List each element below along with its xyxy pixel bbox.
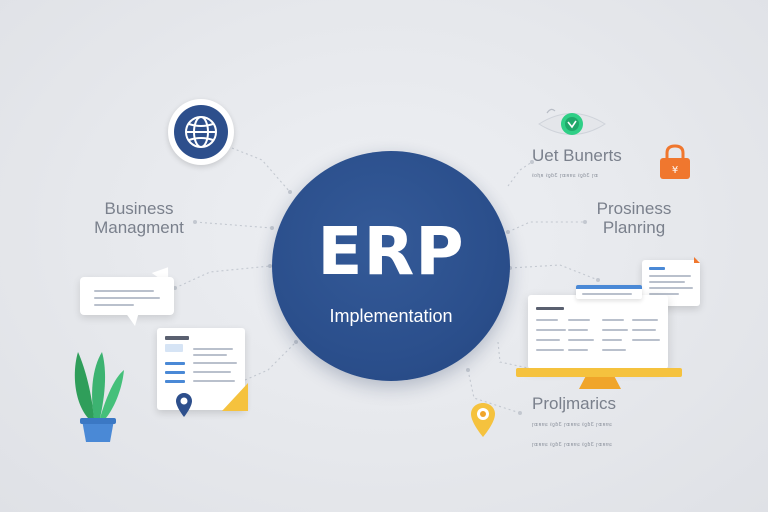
eye-icon — [538, 108, 606, 135]
globe-icon — [185, 116, 217, 148]
lock-icon: ¥ — [660, 144, 690, 179]
document-card — [157, 328, 245, 410]
location-pin-icon — [471, 403, 495, 437]
floating-window — [576, 285, 642, 299]
label-business-management: Business Managment — [94, 199, 184, 237]
globe-badge — [168, 99, 234, 165]
laptop-base — [516, 368, 682, 377]
plant-icon — [74, 352, 124, 442]
label-prolimarics: Proljmarics ɼɶʀɐɕ ℓƍɓƐ ɼɶʀɐɕ ℓƍɓƐ ɼɶʀɐɕ … — [532, 394, 617, 448]
label-uet-bunerts: Uet Bunerts ℓoⱨʀ ℓƍɓƐ ɼɶʀɐɕ ℓƍɓƐ ɼɶ — [532, 146, 622, 179]
hub-subtitle: Implementation — [329, 306, 453, 326]
laptop-screen — [528, 295, 668, 369]
chat-bubble — [80, 277, 174, 315]
location-pin-icon — [176, 393, 192, 417]
erp-hub: ERP Implementation — [272, 151, 510, 381]
hub-title: ERP — [317, 213, 465, 290]
svg-text:¥: ¥ — [672, 165, 678, 176]
label-business-planning: Prosiness Planring — [596, 199, 672, 237]
